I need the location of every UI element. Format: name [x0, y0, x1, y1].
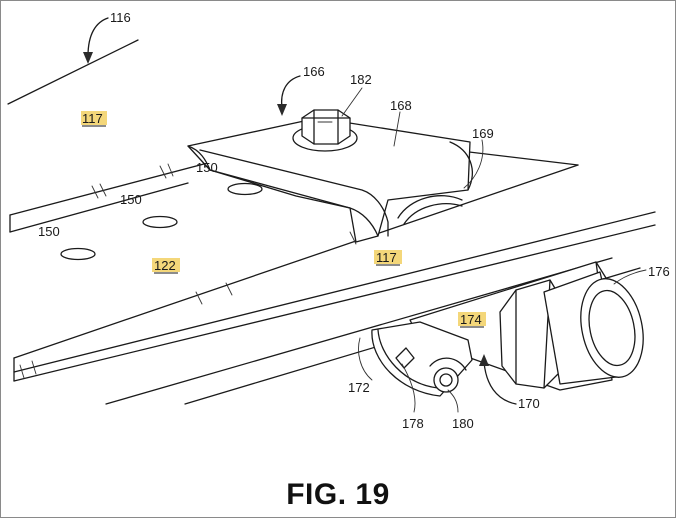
clip-172: [371, 321, 473, 397]
leader-lines: [83, 17, 647, 413]
label-150-left: 150: [38, 224, 60, 239]
label-178: 178: [402, 416, 424, 431]
highlight-122: [152, 258, 180, 272]
rail-assembly: [409, 261, 644, 391]
label-117-upper: 117: [82, 111, 103, 126]
highlight-174: [458, 312, 486, 326]
highlight-117b: [374, 250, 402, 264]
label-117-lower: 117: [376, 250, 397, 265]
main-plate: [9, 163, 656, 382]
highlight-117a: [81, 111, 107, 125]
label-168: 168: [390, 98, 412, 113]
bracket-168: [187, 117, 473, 243]
label-169: 169: [472, 126, 494, 141]
reference-labels: 116 166 182 168 169 117 150 150 150 122 …: [38, 10, 670, 431]
label-172: 172: [348, 380, 370, 395]
figure-caption: FIG. 19: [286, 478, 390, 511]
label-180: 180: [452, 416, 474, 431]
label-122: 122: [154, 258, 176, 273]
label-166: 166: [303, 64, 325, 79]
label-116: 116: [110, 10, 131, 25]
label-182: 182: [350, 72, 372, 87]
holes-150: [60, 182, 263, 261]
label-174: 174: [460, 312, 482, 327]
label-170: 170: [518, 396, 540, 411]
nut-182: [292, 109, 358, 152]
label-150-right: 150: [196, 160, 218, 175]
label-150-middle: 150: [120, 192, 142, 207]
label-176: 176: [648, 264, 670, 279]
